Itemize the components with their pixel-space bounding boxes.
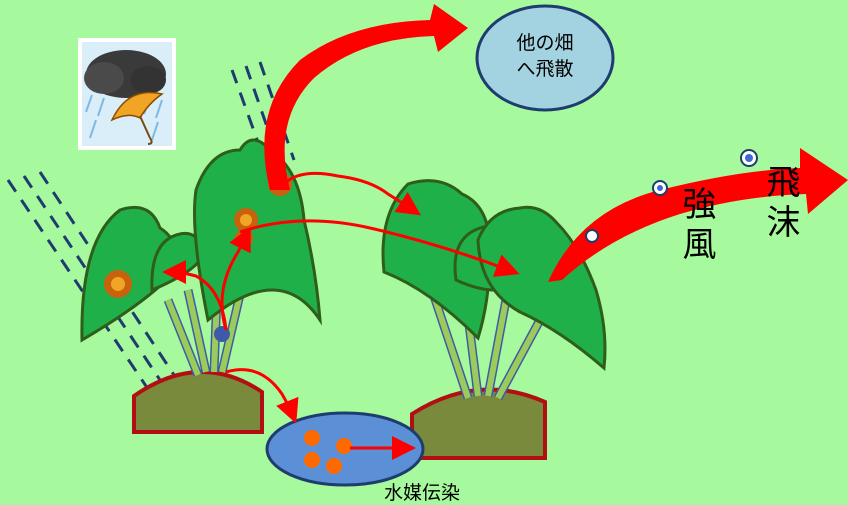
spread-to-other-field-arrow — [264, 4, 468, 190]
soil-mound-left — [134, 372, 262, 432]
strong-wind-label: 強風 — [672, 186, 721, 296]
splash-label: 飛沫 — [756, 164, 805, 274]
rain-umbrella-icon — [78, 38, 176, 150]
spread-bubble-line2: へ飛散 — [487, 56, 603, 82]
spread-bubble-line1: 他の畑 — [487, 30, 603, 56]
soil-mound-right — [412, 390, 545, 459]
spread-bubble-text: 他の畑 へ飛散 — [487, 30, 603, 82]
